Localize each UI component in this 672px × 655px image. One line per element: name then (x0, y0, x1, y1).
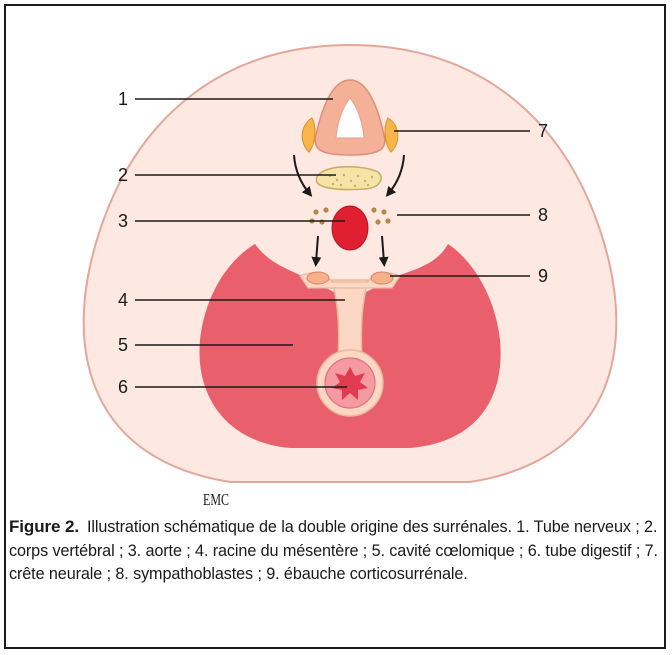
label-8: 8 (538, 205, 548, 225)
label-3: 3 (118, 211, 128, 231)
cortical-primordium-left (307, 272, 329, 284)
label-7: 7 (538, 121, 548, 141)
figure-caption: Figure 2.Illustration schématique de la … (9, 515, 664, 587)
caption-label: Figure 2. (9, 517, 79, 536)
label-1: 1 (118, 89, 128, 109)
aorta (332, 206, 368, 250)
label-2: 2 (118, 165, 128, 185)
label-4: 4 (118, 290, 128, 310)
cortical-primordium-right (371, 272, 393, 284)
emc-logo: EMC (203, 490, 229, 509)
vertebral-body (316, 167, 381, 190)
label-5: 5 (118, 335, 128, 355)
label-6: 6 (118, 377, 128, 397)
caption-text: Illustration schématique de la double or… (9, 518, 658, 583)
label-9: 9 (538, 266, 548, 286)
